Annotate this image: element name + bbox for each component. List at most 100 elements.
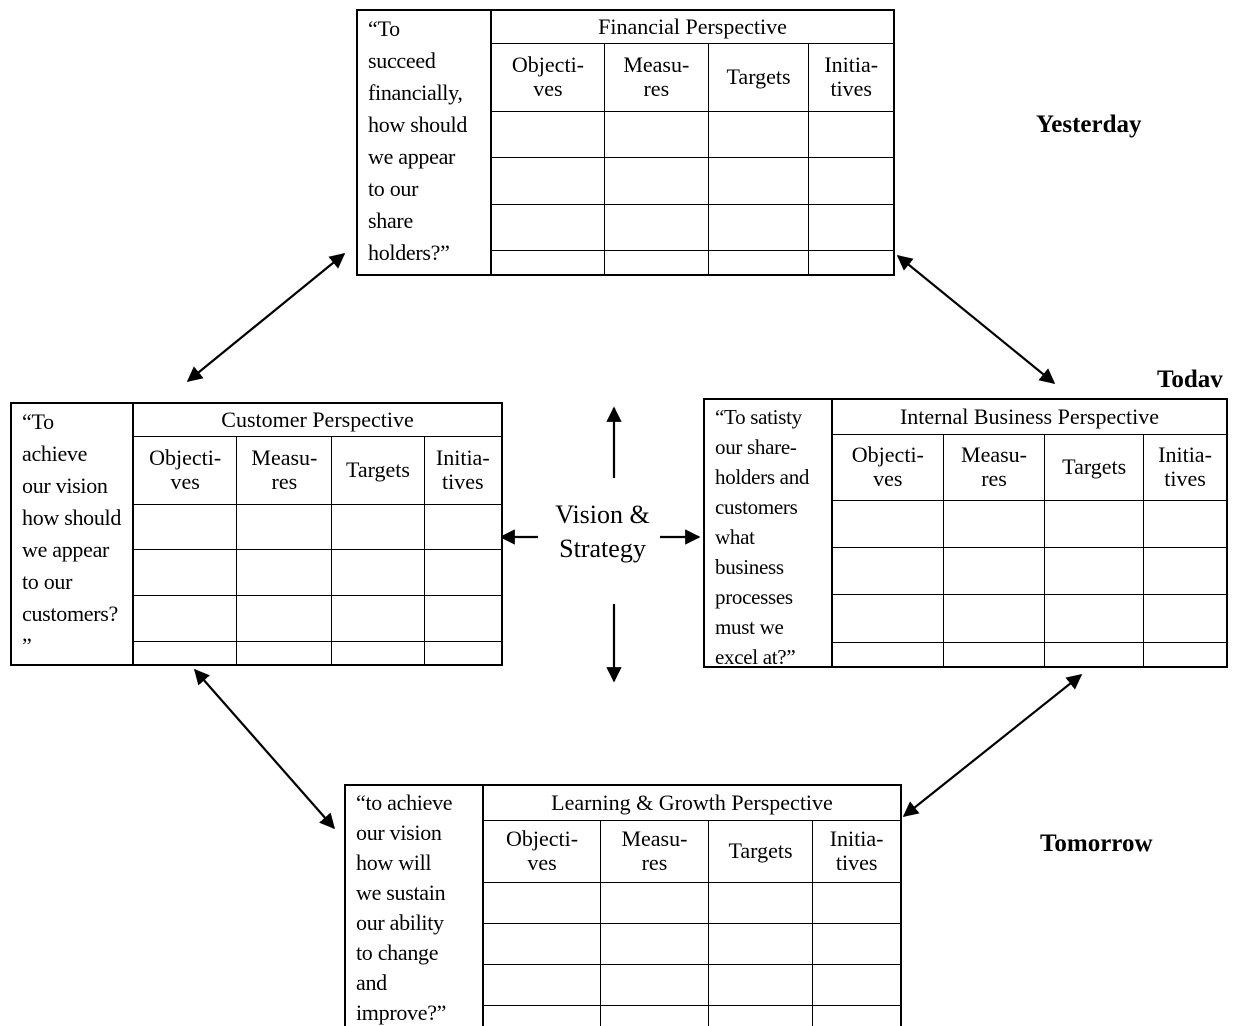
question-line: we sustain: [356, 880, 446, 905]
customer-table: Customer Perspective Objecti- ves Measu-…: [134, 404, 501, 664]
table-cell: [484, 963, 602, 1006]
column-header-initiatives: Initia- tives: [812, 819, 900, 883]
table-cell: [833, 499, 944, 548]
perspective-title: Customer Perspective: [134, 404, 501, 437]
question-line: to our: [368, 176, 419, 201]
table-cell: [812, 963, 900, 1006]
table-cell: [707, 203, 810, 252]
table-cell: [833, 546, 944, 596]
column-header-objectives: Objecti- ves: [833, 433, 944, 501]
arrow-internal-learning: [902, 674, 1083, 817]
question-line: “To: [368, 16, 400, 41]
column-header-measures: Measu- res: [236, 435, 333, 505]
table-cell: [833, 594, 944, 643]
question-line: achieve: [22, 441, 88, 466]
learning-growth-perspective-box: “to achieve our vision how will we susta…: [344, 784, 902, 1026]
question-line: ”: [22, 633, 32, 658]
table-cell: [600, 1004, 709, 1026]
question-line: succeed: [368, 48, 436, 73]
column-header-initiatives: Initia- tives: [808, 42, 893, 112]
strategy-line: Strategy: [559, 534, 646, 563]
question-line: excel at?”: [715, 645, 796, 666]
learning-growth-table: Learning & Growth Perspective Objecti- v…: [484, 786, 900, 1026]
perspective-title: Financial Perspective: [492, 11, 893, 44]
table-cell: [603, 203, 709, 252]
column-header-initiatives: Initia- tives: [423, 435, 501, 505]
arrow-customer-learning: [193, 668, 336, 830]
table-cell: [236, 503, 333, 551]
table-cell: [603, 250, 709, 274]
table-cell: [707, 110, 810, 159]
customer-question: “To achieve our vision how should we app…: [12, 404, 134, 664]
column-header-objectives: Objecti- ves: [134, 435, 238, 505]
table-cell: [707, 881, 814, 924]
table-cell: [134, 594, 238, 642]
table-cell: [808, 157, 893, 205]
table-cell: [707, 1004, 814, 1026]
question-line: “To: [22, 409, 54, 434]
table-cell: [492, 203, 605, 252]
table-cell: [808, 203, 893, 252]
table-cell: [603, 157, 709, 205]
table-cell: [1143, 499, 1226, 548]
question-line: how will: [356, 850, 432, 875]
question-line: we appear: [368, 144, 456, 169]
table-cell: [134, 503, 238, 551]
table-cell: [942, 594, 1046, 643]
table-cell: [942, 499, 1046, 548]
learning-growth-question: “to achieve our vision how will we susta…: [346, 786, 484, 1026]
table-cell: [423, 549, 501, 596]
question-line: our vision: [22, 473, 108, 498]
table-cell: [707, 963, 814, 1006]
table-cell: [492, 110, 605, 159]
table-cell: [942, 641, 1046, 666]
table-cell: [1044, 594, 1145, 643]
column-header-initiatives: Initia- tives: [1143, 433, 1226, 501]
table-cell: [603, 110, 709, 159]
column-header-objectives: Objecti- ves: [484, 819, 602, 883]
question-line: business: [715, 555, 784, 579]
table-cell: [812, 881, 900, 924]
yesterday-label: Yesterday: [1036, 111, 1142, 138]
table-cell: [134, 640, 238, 664]
question-line: to our: [22, 569, 73, 594]
table-cell: [331, 549, 425, 596]
table-cell: [423, 503, 501, 551]
column-header-targets: Targets: [707, 42, 810, 112]
column-header-targets: Targets: [707, 819, 814, 883]
customer-perspective-box: “To achieve our vision how should we app…: [10, 402, 503, 666]
column-header-targets: Targets: [1044, 433, 1145, 501]
vision-strategy-label: Vision & Strategy: [540, 498, 665, 566]
table-cell: [423, 640, 501, 664]
column-header-measures: Measu- res: [603, 42, 709, 112]
table-cell: [1143, 641, 1226, 666]
question-line: improve?”: [356, 1000, 447, 1025]
column-header-measures: Measu- res: [600, 819, 709, 883]
internal-business-question: “To satisty our share- holders and custo…: [705, 400, 833, 666]
table-cell: [833, 641, 944, 666]
question-line: “To satisty: [715, 405, 802, 429]
table-cell: [600, 963, 709, 1006]
internal-business-table: Internal Business Perspective Objecti- v…: [833, 400, 1226, 666]
internal-business-perspective-box: “To satisty our share- holders and custo…: [703, 398, 1228, 668]
question-line: our share-: [715, 435, 797, 459]
table-cell: [600, 881, 709, 924]
question-line: we appear: [22, 537, 110, 562]
table-cell: [236, 549, 333, 596]
vision-line: Vision &: [555, 500, 650, 529]
table-cell: [1143, 546, 1226, 596]
table-cell: [331, 503, 425, 551]
tomorrow-label: Tomorrow: [1040, 830, 1153, 857]
table-cell: [808, 250, 893, 274]
arrow-financial-internal: [896, 255, 1056, 384]
table-cell: [492, 157, 605, 205]
column-header-targets: Targets: [331, 435, 425, 505]
question-line: how should: [22, 505, 122, 530]
financial-perspective-box: “To succeed financially, how should we a…: [356, 9, 895, 276]
table-cell: [600, 922, 709, 965]
table-cell: [812, 1004, 900, 1026]
financial-table: Financial Perspective Objecti- ves Measu…: [492, 11, 893, 274]
table-cell: [1044, 499, 1145, 548]
table-cell: [236, 594, 333, 642]
